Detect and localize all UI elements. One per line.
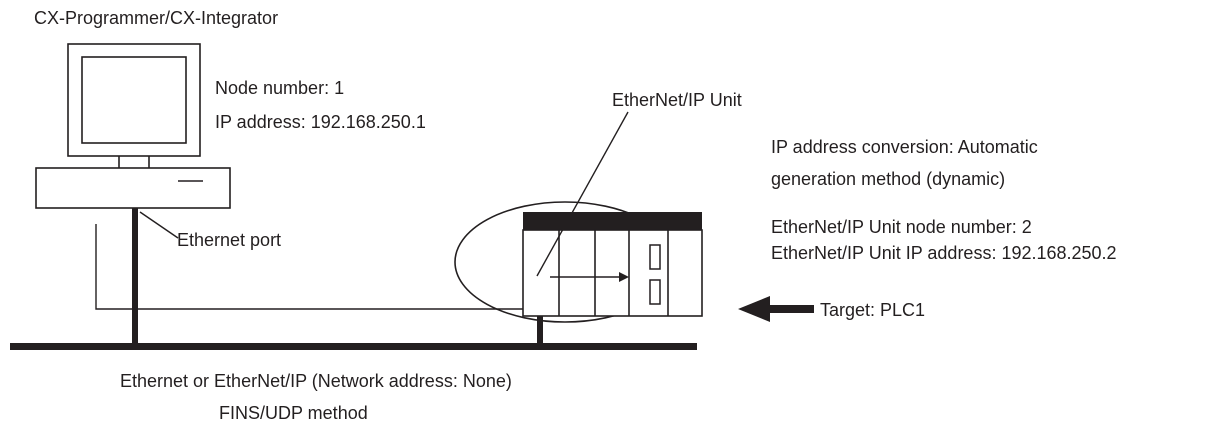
conversion-line-2: generation method (dynamic) xyxy=(771,169,1005,189)
network-label: Ethernet or EtherNet/IP (Network address… xyxy=(120,371,512,391)
communication-path xyxy=(95,224,551,310)
plc-connector-lower xyxy=(649,279,661,305)
unit-ip-address: EtherNet/IP Unit IP address: 192.168.250… xyxy=(771,243,1117,263)
computer-monitor xyxy=(67,43,201,168)
computer-base xyxy=(35,167,231,209)
plc-rack-body xyxy=(522,229,703,317)
port-leader-line xyxy=(139,211,179,239)
software-label: CX-Programmer/CX-Integrator xyxy=(34,8,278,28)
unit-label: EtherNet/IP Unit xyxy=(612,90,742,110)
network-bus xyxy=(10,343,697,350)
internal-arrow-head xyxy=(619,272,629,282)
plc-connector-upper xyxy=(649,244,661,270)
target-label: Target: PLC1 xyxy=(820,300,925,320)
plc-rack-top xyxy=(523,212,702,230)
computer-network-cable xyxy=(132,208,138,344)
computer-ip-address: IP address: 192.168.250.1 xyxy=(215,112,426,132)
port-label: Ethernet port xyxy=(177,230,281,250)
computer-node-number: Node number: 1 xyxy=(215,78,344,98)
target-arrow xyxy=(738,296,814,322)
conversion-line-1: IP address conversion: Automatic xyxy=(771,137,1038,157)
plc-rack xyxy=(522,212,703,317)
method-label: FINS/UDP method xyxy=(219,403,368,423)
plc-network-cable xyxy=(537,316,543,344)
unit-node-number: EtherNet/IP Unit node number: 2 xyxy=(771,217,1032,237)
unit-leader-line xyxy=(536,111,629,277)
